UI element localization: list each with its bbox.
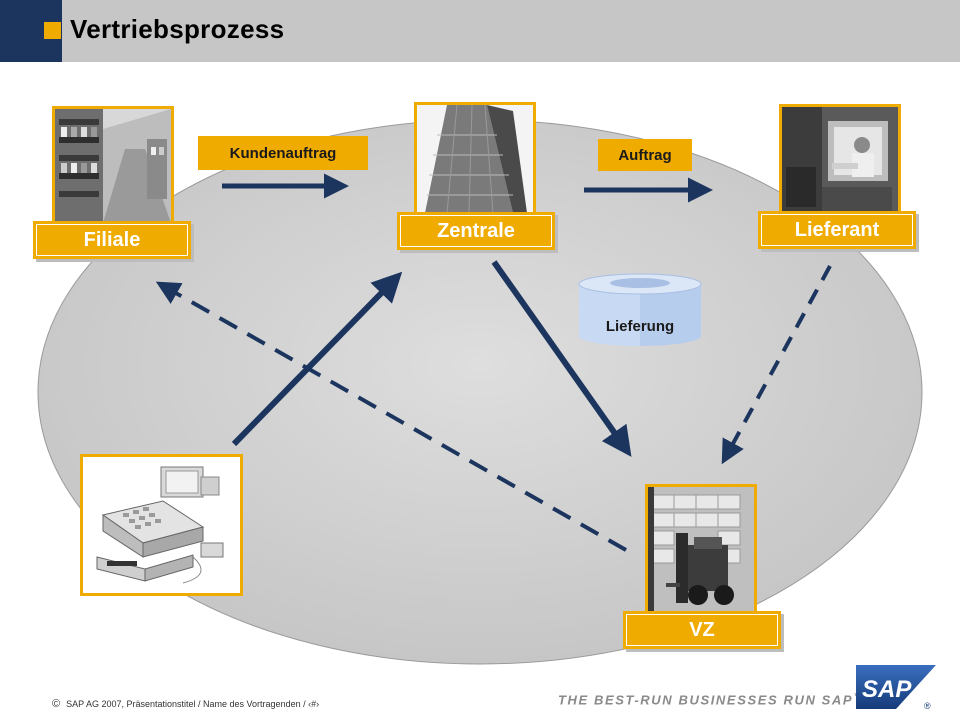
- node-label-lieferant: Lieferant: [758, 211, 916, 249]
- flow-tag-auftrag: Auftrag: [598, 139, 692, 171]
- arrow-lieferant-to-vz-dashed: [721, 265, 832, 465]
- slide-title: Vertriebsprozess: [70, 14, 285, 44]
- cash-register-image: [83, 457, 240, 593]
- footer-note: © SAP AG 2007, Präsentationstitel / Name …: [52, 698, 319, 710]
- kasse-photo: [80, 454, 243, 596]
- sap-logo-text: SAP: [862, 676, 912, 703]
- sap-slogan-text: THE BEST-RUN BUSINESSES RUN SAP: [558, 692, 854, 708]
- header-bar: [0, 0, 960, 62]
- arrow-zentrale-to-vz: [491, 260, 632, 457]
- arrow-vz-to-filiale-dashed: [155, 281, 627, 552]
- node-label-vz: VZ: [623, 611, 781, 649]
- copyright-symbol: ©: [52, 698, 61, 710]
- sap-slogan: THE BEST-RUN BUSINESSES RUN SAP™: [558, 692, 863, 707]
- lieferant-photo: [779, 104, 901, 218]
- truck-driver-image: [782, 107, 898, 215]
- flow-label-lieferung: Lieferung: [605, 318, 675, 335]
- arrow-kasse-to-zentrale: [231, 271, 403, 447]
- node-label-zentrale: Zentrale: [397, 212, 555, 250]
- node-label-lieferant-text: Lieferant: [794, 218, 880, 241]
- vz-photo: [645, 484, 757, 616]
- sap-logo-icon: SAP ®: [856, 665, 936, 711]
- skyscraper-image: [417, 105, 533, 213]
- node-label-filiale: Filiale: [33, 221, 191, 259]
- filiale-photo: [52, 106, 174, 226]
- header-accent-square: [44, 22, 61, 39]
- footer-text: SAP AG 2007, Präsentationstitel / Name d…: [66, 699, 320, 709]
- node-label-zentrale-text: Zentrale: [437, 219, 515, 242]
- supermarket-image: [55, 109, 171, 223]
- lieferung-cylinder: [578, 273, 702, 346]
- zentrale-photo: [414, 102, 536, 216]
- forklift-image: [648, 487, 754, 613]
- sap-logo-registered: ®: [924, 701, 931, 711]
- node-label-filiale-text: Filiale: [83, 228, 141, 251]
- flow-tag-kundenauftrag: Kundenauftrag: [198, 136, 368, 170]
- node-label-vz-text: VZ: [689, 618, 715, 641]
